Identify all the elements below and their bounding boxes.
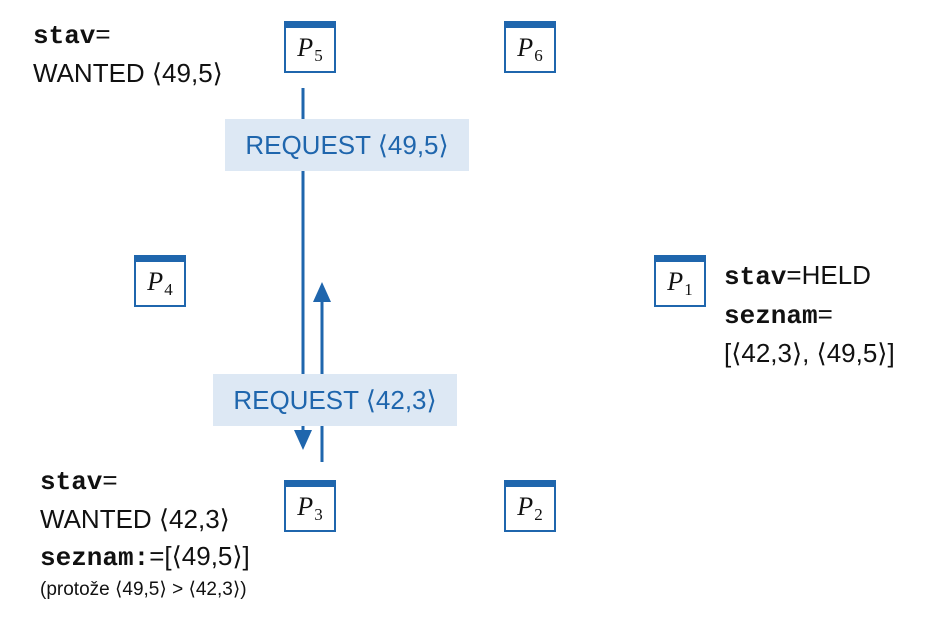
process-p5: P5 [284, 21, 336, 73]
p3-state: stav= WANTED ⟨42,3⟩ seznam:=[⟨49,5⟩] (pr… [40, 462, 250, 603]
p1-stav-line: stav=HELD [724, 257, 895, 296]
p3-seznam-value: =[⟨49,5⟩] [149, 541, 250, 571]
process-p2: P2 [504, 480, 556, 532]
p3-stav-key: stav [40, 467, 103, 497]
p5-state: stav= WANTED ⟨49,5⟩ [33, 16, 223, 92]
process-p6: P6 [504, 21, 556, 73]
arrow-p5-to-p3-head [294, 430, 312, 450]
p3-seznam-key: seznam: [40, 543, 150, 573]
p5-stav-eq: = [95, 19, 111, 49]
p1-seznam-value: [⟨42,3⟩, ⟨49,5⟩] [724, 338, 895, 368]
p1-stav-value: =HELD [786, 260, 871, 290]
process-p4-label: P4 [147, 267, 173, 299]
process-p6-label: P6 [517, 33, 543, 65]
process-p1: P1 [654, 255, 706, 307]
process-p5-label: P5 [297, 33, 323, 65]
p1-stav-key: stav [724, 262, 787, 292]
process-p3-label: P3 [297, 492, 323, 524]
p3-stav-line: stav= [40, 462, 250, 501]
process-p1-label: P1 [667, 267, 693, 299]
request-label-49-5: REQUEST ⟨49,5⟩ [225, 119, 469, 171]
process-p3: P3 [284, 480, 336, 532]
p3-seznam-line: seznam:=[⟨49,5⟩] [40, 538, 250, 577]
p1-state: stav=HELD seznam= [⟨42,3⟩, ⟨49,5⟩] [724, 257, 895, 372]
p1-seznam-line: seznam= [724, 296, 895, 335]
p5-stav-value: WANTED ⟨49,5⟩ [33, 58, 223, 88]
p1-seznam-eq: = [817, 299, 833, 329]
process-p4: P4 [134, 255, 186, 307]
p5-stav-key: stav [33, 21, 96, 51]
request-label-42-3: REQUEST ⟨42,3⟩ [213, 374, 457, 426]
p1-seznam-key: seznam [724, 301, 818, 331]
p3-note: (protože ⟨49,5⟩ > ⟨42,3⟩) [40, 579, 247, 600]
p5-stav-line: stav= [33, 16, 223, 55]
p3-stav-value: WANTED ⟨42,3⟩ [40, 504, 230, 534]
arrow-p3-to-p5-head [313, 282, 331, 302]
process-p2-label: P2 [517, 492, 543, 524]
p3-stav-eq: = [102, 465, 118, 495]
